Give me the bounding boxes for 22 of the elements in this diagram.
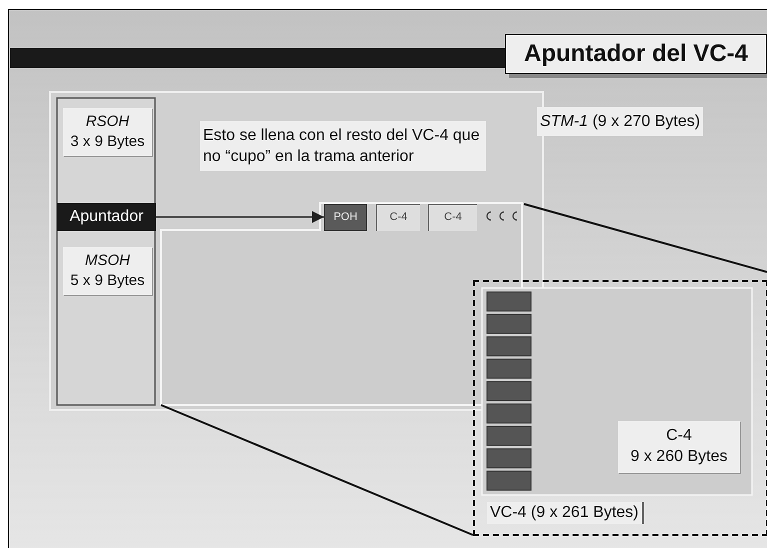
overhead-box bbox=[63, 247, 152, 295]
overhead-box bbox=[63, 108, 152, 156]
pointer-box bbox=[57, 203, 156, 231]
overhead-label: MSOH bbox=[84, 251, 131, 271]
note-text: Esto se llena con el resto del VC-4 que no “cupo” en la trama anterior bbox=[200, 121, 486, 171]
container-label: 9 x 260 Bytes bbox=[630, 447, 728, 467]
container-box bbox=[428, 204, 477, 231]
overhead-label: 3 x 9 Bytes bbox=[69, 132, 146, 152]
container-box bbox=[376, 204, 420, 231]
box-label: POH bbox=[332, 210, 358, 225]
arrow bbox=[156, 211, 324, 223]
box-label: C-4 bbox=[388, 210, 408, 225]
container-label: C-4 bbox=[665, 426, 693, 446]
overhead-label: RSOH bbox=[84, 112, 130, 132]
frame-size-label: STM-1 (9 x 270 Bytes) bbox=[537, 107, 704, 136]
container-caption: VC-4 (9 x 261 Bytes) bbox=[487, 502, 644, 524]
pointer-label: Apuntador bbox=[68, 207, 144, 227]
virtual-container-box bbox=[473, 280, 767, 536]
overhead-label: 5 x 9 Bytes bbox=[69, 271, 146, 291]
path-overhead-box bbox=[324, 204, 367, 231]
box-label: C-4 bbox=[443, 210, 463, 225]
container-label-box bbox=[618, 421, 740, 473]
